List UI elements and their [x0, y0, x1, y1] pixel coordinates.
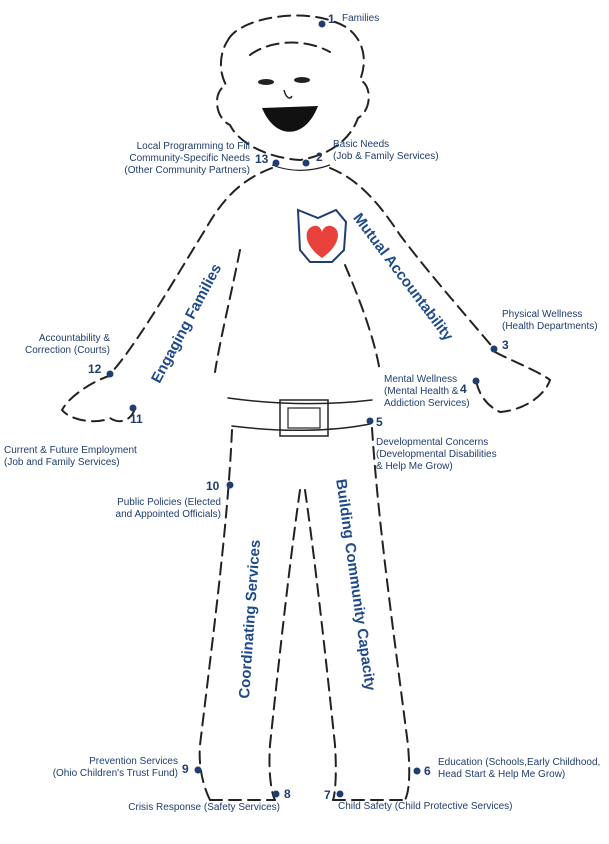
hand-right	[475, 351, 552, 414]
belt-top	[227, 397, 373, 405]
eye-right	[294, 77, 310, 83]
node-label-4: Mental Wellness(Mental Health &Addiction…	[384, 374, 470, 409]
node-dot-6	[413, 767, 421, 775]
node-label-2: Basic Needs(Job & Family Services)	[333, 139, 439, 162]
node-dot-1	[318, 20, 326, 28]
node-label-5: Developmental Concerns(Developmental Dis…	[376, 437, 497, 472]
leg-right-outer	[371, 427, 411, 801]
node-dot-8	[272, 790, 280, 798]
node-dot-4	[472, 377, 480, 385]
heart-icon	[306, 225, 338, 258]
node-label-12: Accountability &Correction (Courts)	[24, 333, 110, 356]
node-number-13: 13	[255, 152, 269, 166]
node-dot-9	[194, 766, 202, 774]
node-dot-13	[272, 159, 280, 167]
node-dot-5	[366, 417, 374, 425]
node-number-6: 6	[424, 764, 431, 778]
torso-right	[329, 167, 496, 351]
belt-buckle	[279, 399, 329, 437]
belt-bottom	[231, 423, 371, 431]
node-label-8: Crisis Response (Safety Services)	[128, 802, 280, 813]
node-dot-10	[226, 481, 234, 489]
eye-left	[258, 79, 274, 85]
arm-left-inner	[214, 249, 241, 373]
node-label-6: Education (Schools,Early Childhood,Head …	[438, 757, 601, 780]
node-number-3: 3	[502, 338, 509, 352]
node-dot-2	[302, 159, 310, 167]
hand-left	[60, 374, 136, 423]
node-number-2: 2	[316, 150, 323, 164]
hair-line	[249, 41, 331, 56]
node-number-8: 8	[284, 787, 291, 801]
leg-left-inner	[268, 489, 301, 801]
node-dot-11	[129, 404, 137, 412]
node-label-9: Prevention Services(Ohio Children's Trus…	[52, 756, 178, 779]
node-number-1: 1	[328, 12, 335, 26]
node-label-11: Current & Future Employment(Job and Fami…	[4, 445, 137, 468]
head-outline	[216, 14, 370, 162]
node-number-11: 11	[130, 412, 143, 426]
smile-mouth	[262, 106, 318, 132]
node-number-7: 7	[324, 788, 331, 802]
node-number-9: 9	[182, 762, 189, 776]
node-number-5: 5	[376, 415, 383, 429]
node-label-3: Physical Wellness(Health Departments)	[502, 309, 598, 332]
node-label-7: Child Safety (Child Protective Services)	[338, 801, 513, 812]
node-label-1: Families	[342, 13, 380, 24]
leg-left-outer	[198, 429, 233, 801]
node-dot-3	[490, 345, 498, 353]
torso-left	[111, 167, 273, 373]
nose	[283, 89, 293, 99]
node-dot-12	[106, 370, 114, 378]
node-dot-7	[336, 790, 344, 798]
leg-right-inner	[304, 489, 337, 801]
node-number-4: 4	[460, 382, 467, 396]
node-number-10: 10	[206, 479, 220, 493]
arm-right-inner	[344, 264, 381, 373]
node-number-12: 12	[88, 362, 102, 376]
